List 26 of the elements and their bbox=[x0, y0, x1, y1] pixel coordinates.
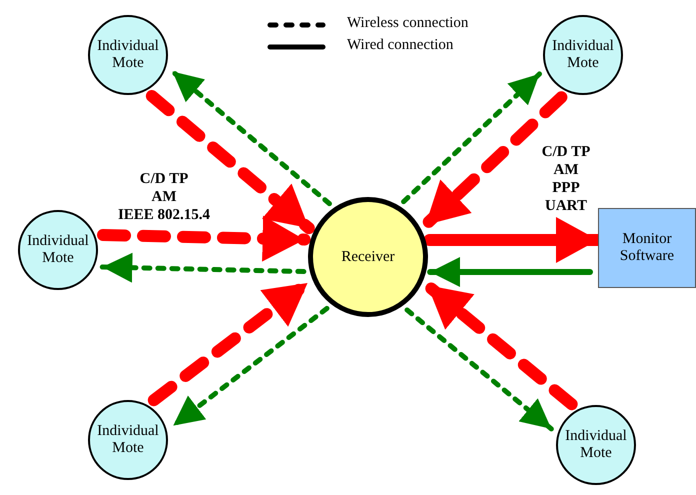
protocol-label: AM bbox=[554, 161, 578, 179]
node-label: Individual Mote bbox=[96, 38, 160, 72]
wireless-arrow bbox=[401, 71, 542, 204]
wireless-arrow bbox=[146, 90, 315, 234]
wireless-arrow bbox=[97, 216, 311, 262]
wireless-arrow bbox=[404, 307, 554, 432]
receiver-circle bbox=[308, 197, 428, 317]
wireless-arrow bbox=[170, 306, 330, 428]
protocol-label: UART bbox=[545, 197, 587, 215]
node-label: Individual Mote bbox=[551, 38, 615, 72]
wireless-arrow bbox=[100, 252, 306, 283]
software-box bbox=[598, 208, 696, 288]
protocol-label: PPP bbox=[552, 179, 580, 197]
node-label: Individual Mote bbox=[26, 233, 90, 267]
wired-arrow bbox=[427, 257, 593, 287]
node-label: Individual Mote bbox=[96, 423, 160, 457]
protocol-label: C/D TP bbox=[542, 143, 590, 161]
protocol-label: C/D TP bbox=[140, 170, 188, 188]
protocol-label: AM bbox=[152, 188, 176, 206]
node-label: Monitor Software bbox=[618, 231, 676, 265]
node-label: Individual Mote bbox=[564, 428, 628, 462]
wireless-arrow bbox=[170, 69, 332, 206]
legend-text: Wireless connection bbox=[347, 15, 468, 32]
node-label: Receiver bbox=[341, 248, 395, 266]
legend-text: Wired connection bbox=[347, 37, 454, 54]
protocol-label: IEEE 802.15.4 bbox=[118, 206, 210, 224]
